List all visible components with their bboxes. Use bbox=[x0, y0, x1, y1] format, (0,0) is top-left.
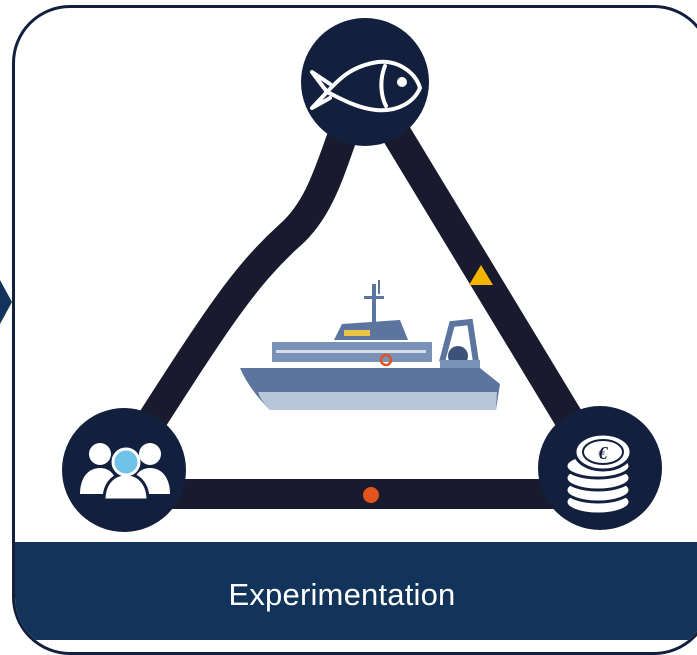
fishing-trawler-icon bbox=[240, 280, 500, 410]
dot-marker bbox=[363, 487, 379, 503]
euro-symbol: € bbox=[598, 443, 609, 463]
edge-left bbox=[105, 67, 380, 485]
node-right: € bbox=[538, 406, 662, 530]
coins-euro-icon bbox=[564, 432, 633, 516]
fish-icon bbox=[310, 59, 422, 113]
people-group-icon bbox=[80, 443, 170, 502]
node-left bbox=[62, 408, 186, 532]
footer-label: Experimentation bbox=[228, 577, 456, 612]
node-top bbox=[301, 18, 429, 146]
triangle-marker bbox=[469, 265, 493, 285]
card-footer: Experimentation bbox=[15, 542, 697, 640]
side-arrow-indicator bbox=[0, 280, 12, 324]
